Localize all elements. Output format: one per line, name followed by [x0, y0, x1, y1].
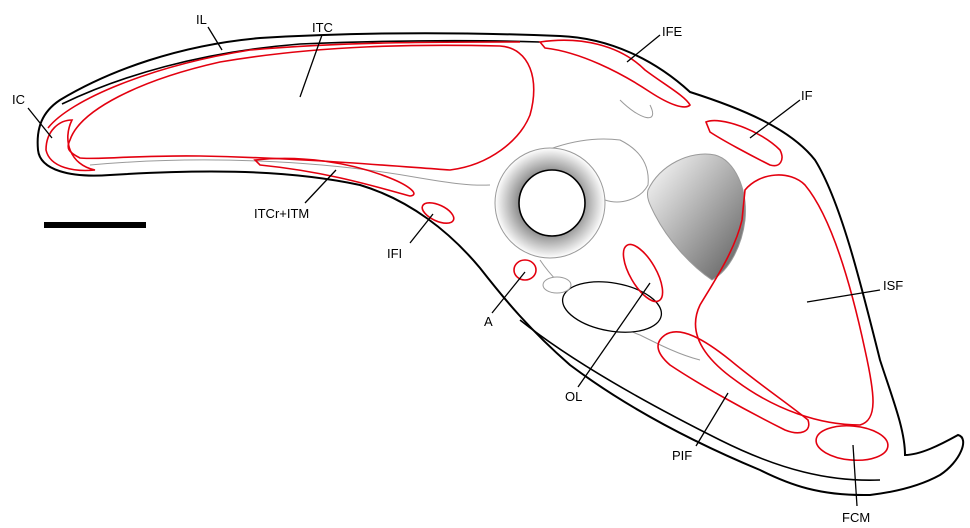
- label-if: IF: [801, 88, 813, 103]
- label-ife: IFE: [662, 24, 683, 39]
- label-a: A: [484, 314, 493, 329]
- label-ol: OL: [565, 389, 582, 404]
- label-pif: PIF: [672, 448, 692, 463]
- label-il: IL: [196, 12, 207, 27]
- label-itc: ITC: [312, 20, 333, 35]
- small-opening: [543, 277, 571, 293]
- label-fcm: FCM: [842, 510, 870, 525]
- leader-ifi: [410, 214, 433, 243]
- skull-outline: [38, 33, 964, 495]
- label-isf: ISF: [883, 278, 903, 293]
- orbit: [519, 170, 585, 236]
- label-ifi: IFI: [387, 246, 402, 261]
- label-itcr-itm: ITCr+ITM: [254, 206, 309, 221]
- label-ic: IC: [12, 92, 25, 107]
